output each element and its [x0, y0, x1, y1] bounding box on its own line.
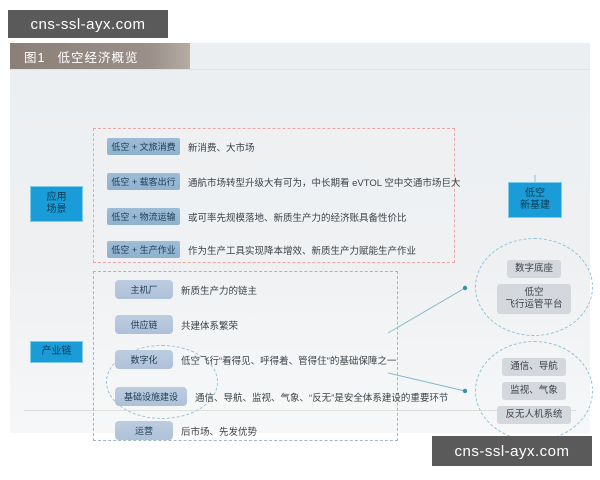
scenario-label-3: 低空 + 生产作业	[107, 241, 180, 258]
scenario-label-0: 低空 + 文旅消费	[107, 138, 180, 155]
scenario-label-1: 低空 + 载客出行	[107, 173, 180, 190]
category-scene-line1: 应用	[46, 192, 67, 203]
scenario-label-2: 低空 + 物流运输	[107, 208, 180, 225]
chain-desc-4: 后市场、先发优势	[181, 426, 258, 438]
infra-group-safety: 通信、导航 监视、气象 反无人机系统	[475, 341, 593, 441]
infra-item-flight-ops-line1: 低空	[524, 287, 544, 298]
digital-infrastructure-highlight-ellipse	[106, 345, 218, 419]
infra-item-flight-ops-line2: 飞行运管平台	[505, 299, 563, 310]
new-infra-line1: 低空	[525, 188, 545, 199]
category-application-scenarios[interactable]: 应用 场景	[30, 186, 83, 222]
chain-desc-0: 新质生产力的链主	[181, 285, 258, 297]
category-industry-chain[interactable]: 产业链	[30, 341, 83, 363]
chain-label-1: 供应链	[115, 315, 173, 334]
scenario-row-2[interactable]: 低空 + 物流运输 或可率先规模落地、新质生产力的经济账具备性价比	[107, 208, 407, 225]
scenario-desc-2: 或可率先规模落地、新质生产力的经济账具备性价比	[188, 212, 407, 224]
infra-item-digital-base[interactable]: 数字底座	[506, 260, 561, 278]
scenario-row-3[interactable]: 低空 + 生产作业 作为生产工具实现降本增效、新质生产力赋能生产作业	[107, 241, 416, 258]
chain-label-3: 基础设施建设	[115, 387, 187, 406]
scenario-desc-0: 新消费、大市场	[188, 142, 255, 154]
category-chain-label: 产业链	[41, 346, 72, 357]
figure-number: 图1	[24, 50, 46, 65]
infra-item-flight-ops-platform[interactable]: 低空 飞行运管平台	[497, 284, 571, 314]
new-infra-line2: 新基建	[520, 200, 550, 211]
category-low-altitude-new-infrastructure[interactable]: 低空 新基建	[508, 182, 562, 218]
chain-desc-3: 通信、导航、监视、气象、“反无”是安全体系建设的重要环节	[195, 392, 449, 404]
scenario-row-1[interactable]: 低空 + 载客出行 通航市场转型升级大有可为，中长期看 eVTOL 空中交通市场…	[107, 173, 460, 190]
figure-title-bar: 图1 低空经济概览	[10, 43, 190, 69]
chain-desc-1: 共建体系繁荣	[181, 320, 239, 332]
title-divider	[10, 69, 590, 70]
chain-row-1[interactable]: 供应链 共建体系繁荣	[115, 315, 238, 334]
chain-label-2: 数字化	[115, 350, 173, 369]
infra-item-surveillance-weather[interactable]: 监视、气象	[502, 382, 566, 400]
scenario-desc-3: 作为生产工具实现降本增效、新质生产力赋能生产作业	[188, 245, 417, 257]
infra-group-platform: 数字底座 低空 飞行运管平台	[475, 238, 593, 336]
watermark-top: cns-ssl-ayx.com	[8, 10, 168, 38]
chain-label-4: 运营	[115, 421, 173, 440]
chain-desc-2: 低空飞行“看得见、呼得着、管得住”的基础保障之一	[181, 355, 397, 367]
chain-row-0[interactable]: 主机厂 新质生产力的链主	[115, 280, 257, 299]
category-scene-line2: 场景	[46, 204, 67, 215]
chain-row-2[interactable]: 数字化 低空飞行“看得见、呼得着、管得住”的基础保障之一	[115, 350, 396, 369]
infra-item-comm-nav[interactable]: 通信、导航	[502, 358, 566, 376]
infra-item-counter-uav[interactable]: 反无人机系统	[497, 406, 571, 424]
chain-row-4[interactable]: 运营 后市场、先发优势	[115, 421, 257, 440]
bottom-divider	[24, 410, 576, 411]
chain-label-0: 主机厂	[115, 280, 173, 299]
figure-card: 图1 低空经济概览 应用 场景 产业链 低空 + 文旅消费 新消费、大市场 低空…	[10, 43, 593, 441]
watermark-bottom: cns-ssl-ayx.com	[432, 436, 592, 466]
page-title: 低空经济概览	[57, 50, 139, 65]
chain-row-3[interactable]: 基础设施建设 通信、导航、监视、气象、“反无”是安全体系建设的重要环节	[115, 387, 448, 406]
scenario-desc-1: 通航市场转型升级大有可为，中长期看 eVTOL 空中交通市场巨大	[188, 177, 461, 189]
scenario-row-0[interactable]: 低空 + 文旅消费 新消费、大市场	[107, 138, 255, 155]
